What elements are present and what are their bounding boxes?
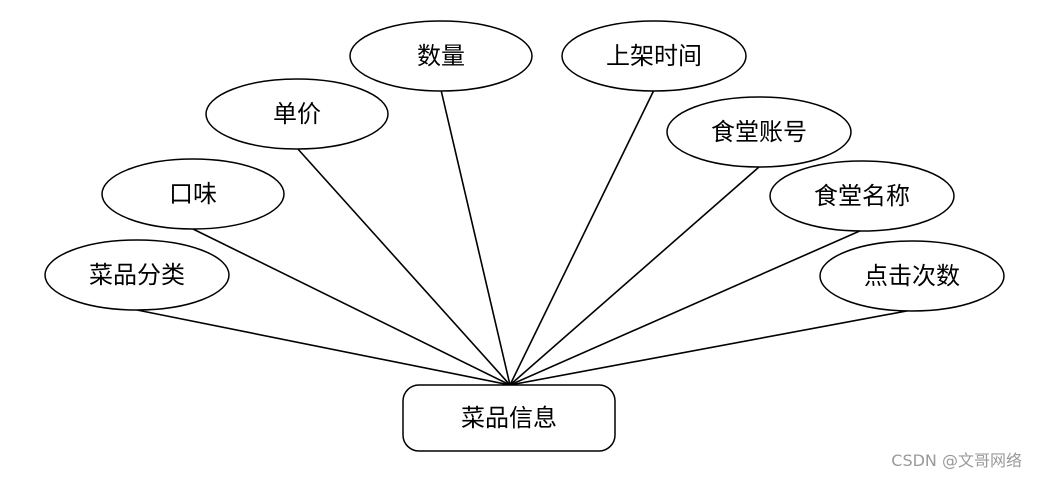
attribute-label: 单价: [273, 100, 321, 128]
attribute-node-dan-jia: 单价: [205, 78, 389, 150]
connector-shi-tang-zhang-hao: [509, 166, 760, 386]
attribute-node-dian-ji-ci-shu: 点击次数: [819, 240, 1005, 312]
attribute-label: 食堂账号: [711, 118, 807, 146]
attribute-node-cai-pin-fen-lei: 菜品分类: [44, 239, 230, 311]
entity-box: [402, 384, 616, 452]
attribute-label: 点击次数: [864, 262, 960, 290]
connector-shu-liang: [440, 89, 511, 386]
connector-cai-pin-fen-lei: [136, 309, 511, 386]
connector-lines: [136, 89, 913, 386]
attribute-node-shu-liang: 数量: [349, 20, 533, 92]
connector-dian-ji-ci-shu: [509, 309, 913, 386]
attribute-label: 口味: [169, 180, 217, 208]
attribute-node-shang-jia-shi-jian: 上架时间: [561, 20, 747, 92]
connector-shang-jia-shi-jian: [509, 89, 655, 386]
attribute-label: 上架时间: [606, 42, 702, 70]
attribute-label: 菜品分类: [89, 261, 185, 289]
attribute-label: 数量: [417, 42, 465, 70]
connector-kou-wei: [192, 228, 511, 386]
entity-node: 菜品信息: [402, 384, 616, 452]
connector-dan-jia: [296, 147, 511, 386]
connector-shi-tang-ming-cheng: [509, 229, 863, 386]
entity-label: 菜品信息: [461, 404, 557, 432]
watermark: CSDN @文哥网络: [891, 451, 1022, 470]
attribute-node-shi-tang-ming-cheng: 食堂名称: [769, 160, 955, 232]
attribute-node-shi-tang-zhang-hao: 食堂账号: [666, 96, 852, 168]
attribute-label: 食堂名称: [814, 182, 910, 210]
attribute-node-kou-wei: 口味: [101, 158, 285, 230]
